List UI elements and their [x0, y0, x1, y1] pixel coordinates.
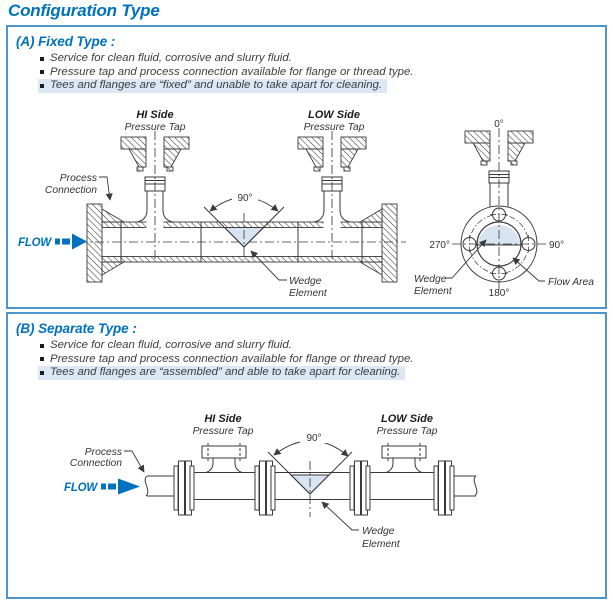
tap-dome [205, 458, 243, 473]
bullet-text: Pressure tap and process connection avai… [50, 65, 414, 78]
bullet-square-icon [40, 370, 44, 375]
pipe-bottom-wall [101, 256, 383, 263]
hi-side-label: HI Side [136, 109, 173, 121]
flange-pair [254, 460, 276, 516]
low-pressure-tap-assembly [381, 443, 427, 473]
bullet-text: Pressure tap and process connection avai… [50, 352, 414, 365]
fixed-type-bullets: Service for clean fluid, corrosive and s… [38, 52, 605, 93]
end-view-wedge-callout: Wedge Element [414, 239, 487, 297]
bullet-text: Service for clean fluid, corrosive and s… [50, 52, 292, 64]
separate-type-bullets: Service for clean fluid, corrosive and s… [38, 339, 605, 380]
hi-tee-spool [193, 472, 256, 500]
process-connection-label-2: Connection [45, 185, 97, 196]
process-connection-label-2: Connection [70, 458, 122, 469]
flow-area-callout: Flow Area [512, 257, 594, 288]
pipe-break-left [144, 475, 149, 497]
flow-area-label: Flow Area [548, 277, 594, 288]
end-view-tap-flange [464, 130, 534, 166]
low-pressure-tap-assembly [297, 131, 367, 260]
bullet-square-icon [40, 357, 44, 362]
bullet-square-icon [40, 70, 44, 75]
hi-pressure-tap-label: Pressure Tap [125, 122, 186, 133]
wedge-element-callout: Wedge Element [250, 250, 328, 299]
deg-270-label: 270° [429, 240, 450, 251]
tap-flange-plate [381, 445, 427, 459]
angle-label: 90° [306, 433, 321, 444]
bullet-square-icon [40, 83, 44, 88]
process-connection-callout: Process Connection [70, 447, 145, 473]
bullet-text: Tees and flanges are “assembled” and abl… [50, 366, 401, 379]
wedge-element-section: 90° [203, 190, 285, 260]
wedge-label-1: Wedge [414, 274, 447, 285]
bullet-text: Service for clean fluid, corrosive and s… [50, 339, 292, 351]
flow-label: FLOW [18, 237, 52, 249]
deg-180-label: 180° [489, 288, 510, 299]
separate-type-heading: (B) Separate Type : [16, 321, 137, 336]
page-title: Configuration Type [8, 1, 160, 20]
bullet-item: Service for clean fluid, corrosive and s… [38, 52, 297, 66]
bullet-item: Pressure tap and process connection avai… [38, 353, 418, 367]
process-connection-label-1: Process [85, 447, 122, 458]
hi-pressure-tap-label: Pressure Tap [193, 426, 254, 437]
tap-flange-section [120, 136, 190, 172]
separate-type-panel: (B) Separate Type : Service for clean fl… [6, 312, 607, 599]
flange-pair [173, 460, 195, 516]
tap-flange-section [297, 136, 367, 172]
flow-arrow: FLOW [18, 233, 87, 250]
low-tee-spool [369, 472, 435, 500]
hi-pressure-tap-assembly [120, 131, 190, 260]
wedge-label-2: Element [289, 288, 328, 299]
fixed-type-panel: (A) Fixed Type : Service for clean fluid… [6, 25, 607, 309]
bullet-item-highlighted: Tees and flanges are “assembled” and abl… [38, 366, 406, 380]
low-pressure-tap-label: Pressure Tap [377, 426, 438, 437]
low-pressure-tap-label: Pressure Tap [304, 122, 365, 133]
outlet-flange [358, 203, 398, 283]
deg-90-label: 90° [549, 240, 564, 251]
angle-label: 90° [237, 193, 252, 204]
fixed-type-heading: (A) Fixed Type : [16, 34, 116, 49]
tap-dome [385, 458, 423, 473]
hi-pressure-tap-assembly [201, 443, 247, 473]
pipe-outline [144, 475, 478, 497]
inlet-flange [86, 203, 126, 283]
bullet-item: Pressure tap and process connection avai… [38, 66, 418, 80]
wedge-label-1: Wedge [289, 276, 322, 287]
low-side-label: LOW Side [308, 109, 360, 121]
flange-pair [433, 460, 455, 516]
process-connection-label-1: Process [60, 173, 97, 184]
bullet-item: Service for clean fluid, corrosive and s… [38, 339, 297, 353]
pipe-break-right [473, 475, 478, 497]
bullet-square-icon [40, 343, 44, 348]
hi-side-label: HI Side [204, 413, 241, 425]
wedge-element-section: 90° [267, 430, 353, 517]
wedge-label-1: Wedge [362, 526, 395, 537]
separate-type-drawing: 90° HI Side Pressure Tap LOW Side Pressu… [64, 413, 478, 550]
bullet-item-highlighted: Tees and flanges are “fixed” and unable … [38, 79, 388, 93]
flange-pair [349, 460, 371, 516]
low-side-label: LOW Side [381, 413, 433, 425]
process-connection-callout: Process Connection [45, 173, 113, 201]
bullet-square-icon [40, 56, 44, 61]
flow-arrowhead-icon [72, 233, 87, 250]
flow-label: FLOW [64, 482, 98, 494]
wedge-element-callout: Wedge Element [321, 501, 401, 550]
end-view: 0° 90° 180° 270° Wedge Element Flow Area [414, 119, 594, 299]
wedge-label-2: Element [362, 539, 401, 550]
fixed-type-drawing: 90° HI Side Pressure Tap LOW Side Pressu… [18, 109, 594, 299]
bullet-text: Tees and flanges are “fixed” and unable … [50, 79, 383, 92]
wedge-label-2: Element [414, 286, 453, 297]
flow-arrow: FLOW [64, 478, 140, 495]
tap-flange-plate [201, 445, 247, 459]
flow-arrowhead-icon [118, 478, 140, 495]
deg-0-label: 0° [494, 119, 504, 130]
main-pipe-section [78, 203, 406, 283]
